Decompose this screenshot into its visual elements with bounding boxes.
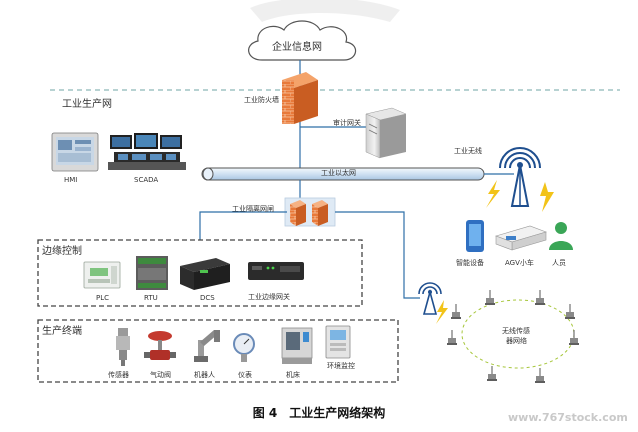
scada-icon (108, 133, 186, 170)
sensor-node-icon (565, 304, 575, 319)
agv-label: AGV小车 (505, 259, 534, 267)
rtu-icon (136, 256, 168, 290)
sensor-icon (116, 328, 130, 366)
figure-caption: 图 4 工业生产网络架构 (252, 406, 386, 420)
hmi-label: HMI (64, 176, 78, 184)
wireless-tower-icon (499, 147, 541, 207)
sensor-node-icon (485, 290, 495, 305)
meter-icon (233, 333, 255, 362)
machine-tool-label: 机床 (286, 371, 300, 379)
bolt-icon (436, 300, 448, 324)
dcs-label: DCS (200, 294, 215, 302)
person-label: 人员 (552, 259, 566, 267)
server-icon (365, 107, 407, 159)
meter-label: 仪表 (238, 371, 252, 379)
watermark-text: www.767stock.com (508, 411, 628, 424)
edge-gateway-icon (248, 262, 304, 280)
link-isolation-to-edge (199, 211, 287, 240)
sensor-gateway-tower-icon (418, 282, 442, 315)
smartphone-icon (466, 220, 484, 252)
sensor-network-label-line1: 无线传感 (502, 327, 530, 335)
cloud-label: 企业信息网 (272, 42, 322, 53)
scada-label: SCADA (134, 176, 159, 184)
edge-gateway-label: 工业边缘网关 (248, 293, 290, 301)
hmi-icon (51, 132, 99, 172)
sensor-node-icon (487, 366, 497, 381)
plc-label: PLC (96, 294, 110, 302)
firewall-label: 工业防火墙 (244, 96, 279, 104)
isolation-gateway-icon (284, 197, 336, 227)
sensor-node-icon (535, 368, 545, 383)
pneumatic-valve-label: 气动阀 (150, 371, 171, 379)
pneumatic-valve-icon (144, 331, 176, 360)
ethernet-bus-label: 工业以太网 (321, 169, 356, 177)
sensor-node-icon (451, 304, 461, 319)
sensor-node-icon (535, 290, 545, 305)
link-isolation-to-sensor (335, 211, 420, 299)
firewall-icon (282, 72, 318, 124)
cloud-shape (248, 20, 357, 61)
sensor-nodes (447, 290, 579, 383)
robot-label: 机器人 (194, 371, 215, 379)
sensor-network-label-line2: 器网络 (506, 337, 527, 345)
audit-gateway-label: 审计网关 (333, 119, 361, 127)
dcs-icon (180, 258, 230, 290)
production-terminal-label: 生产终端 (42, 326, 82, 337)
bolt-icon (486, 180, 500, 208)
watermark-logo (250, 0, 400, 22)
rtu-label: RTU (144, 294, 158, 302)
environment-monitor-label: 环境监控 (327, 362, 355, 370)
environment-monitor-icon (325, 325, 351, 359)
smart-device-label: 智能设备 (456, 259, 484, 267)
sensor-label: 传感器 (108, 371, 129, 379)
person-icon (549, 222, 573, 250)
agv-icon (495, 225, 547, 251)
sensor-node-icon (569, 330, 579, 345)
edge-control-label: 边缘控制 (42, 246, 82, 257)
plc-icon (83, 261, 121, 289)
isolation-gateway-label: 工业隔离网闸 (232, 205, 274, 213)
sensor-node-icon (447, 330, 457, 345)
bolt-icon (540, 182, 554, 212)
wireless-label: 工业无线 (454, 147, 482, 155)
machine-tool-icon (281, 327, 313, 364)
industrial-network-label: 工业生产网 (62, 99, 112, 110)
robot-icon (194, 330, 220, 362)
production-terminal-box (37, 319, 399, 383)
edge-control-box (37, 239, 363, 307)
